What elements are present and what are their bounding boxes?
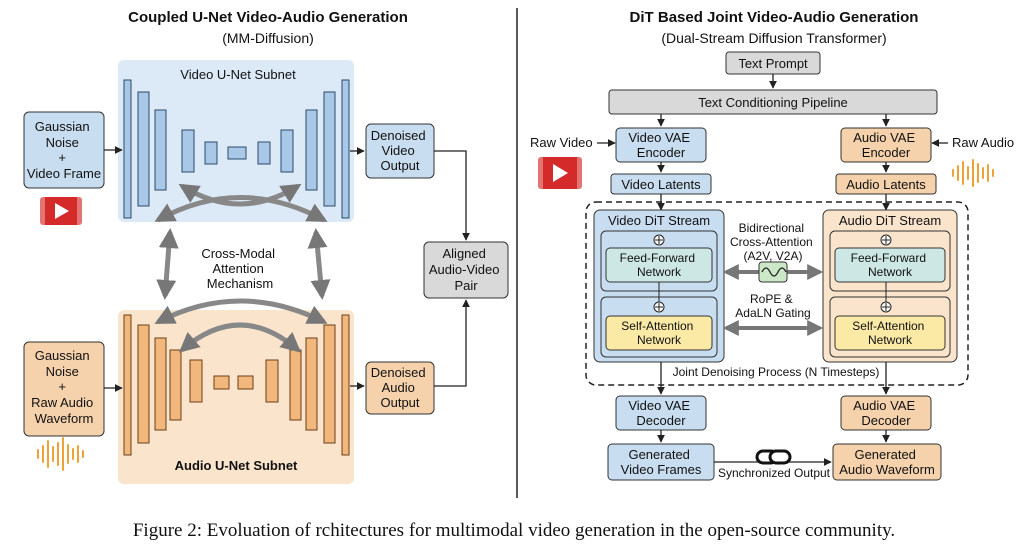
audio-attn-label: Self-Attention Network (852, 319, 927, 347)
audio-latents-label: Audio Latents (846, 177, 926, 192)
aligned-pair-label: Aligned Audio-Video Pair (429, 246, 503, 293)
video-attn-box (605, 315, 713, 351)
video-ffn-label: Feed-Forward Network (620, 251, 699, 279)
video-vae-encoder-label: Video VAE Encoder (628, 130, 693, 160)
generated-audio-label: Generated Audio Waveform (839, 447, 935, 477)
video-stream-label: Video DiT Stream (608, 213, 710, 228)
audio-ffn-box (834, 247, 946, 283)
audio-attn-block (829, 296, 951, 358)
audio-output-label: Denoised Audio Output (371, 365, 430, 410)
audio-unet-layers (123, 314, 350, 456)
joint-process-label: Joint Denoising Process (N Timesteps) (673, 365, 880, 379)
video-latents-label: Video Latents (621, 177, 701, 192)
video-output-label: Denoised Video Output (371, 128, 430, 173)
chain-link-icon (755, 449, 792, 465)
figure-caption: Figure 2: Evoluation of rchitectures for… (133, 520, 895, 541)
video-unet-panel (118, 60, 354, 222)
audio-attn-box (834, 315, 946, 351)
audio-ffn-label: Feed-Forward Network (851, 251, 930, 279)
video-to-pair-arrow (434, 150, 470, 241)
audio-stream-label: Audio DiT Stream (839, 213, 941, 228)
audio-output-box (365, 361, 435, 415)
generated-audio-box (832, 443, 942, 481)
sum-circle-icon (653, 234, 665, 313)
text-prompt-label: Text Prompt (738, 56, 808, 71)
text-pipeline-box (608, 89, 938, 115)
audio-vae-decoder-label: Audio VAE Decoder (853, 398, 919, 428)
rope-label: RoPE & AdaLN Gating (735, 292, 810, 320)
youtube-play-icon (40, 197, 82, 225)
cross-modal-arrows (154, 183, 331, 353)
left-title: Coupled U-Net Video-Audio Generation (128, 9, 408, 26)
right-subtitle: (Dual-Stream Diffusion Transformer) (661, 30, 886, 46)
raw-audio-label: Raw Audio (952, 135, 1014, 150)
text-pipeline-label: Text Conditioning Pipeline (698, 95, 848, 110)
audio-ffn-block (829, 230, 951, 292)
generated-video-label: Generated Video Frames (621, 447, 702, 477)
audio-waveform-icon (952, 159, 994, 187)
video-vae-decoder-label: Video VAE Decoder (628, 398, 693, 428)
bidir-label: Bidirectional Cross-Attention (A2V, V2A) (730, 221, 816, 263)
audio-vae-encoder-label: Audio VAE Encoder (853, 130, 919, 160)
joint-denoising-region (585, 201, 969, 386)
raw-video-label: Raw Video (530, 135, 593, 150)
left-subtitle: (MM-Diffusion) (222, 30, 314, 46)
audio-input-box (23, 341, 105, 437)
audio-subnet-label: Audio U-Net Subnet (175, 458, 298, 473)
right-title: DiT Based Joint Video-Audio Generation (630, 9, 919, 26)
sync-output-label: Synchronized Output (718, 466, 831, 480)
audio-waveform-icon (37, 437, 84, 471)
youtube-play-icon (538, 157, 582, 189)
video-unet-layers (123, 79, 350, 219)
audio-input-label: Gaussian Noise + Raw Audio Waveform (31, 348, 97, 426)
sum-circle-icon (880, 234, 892, 313)
video-input-label: Gaussian Noise + Video Frame (27, 119, 101, 181)
video-attn-label: Self-Attention Network (621, 319, 696, 347)
audio-to-pair-arrow (434, 299, 470, 387)
video-subnet-label: Video U-Net Subnet (180, 67, 296, 82)
cross-modal-label: Cross-Modal Attention Mechanism (201, 246, 278, 291)
sine-wave-icon (758, 261, 788, 283)
aligned-pair-box (423, 241, 509, 299)
